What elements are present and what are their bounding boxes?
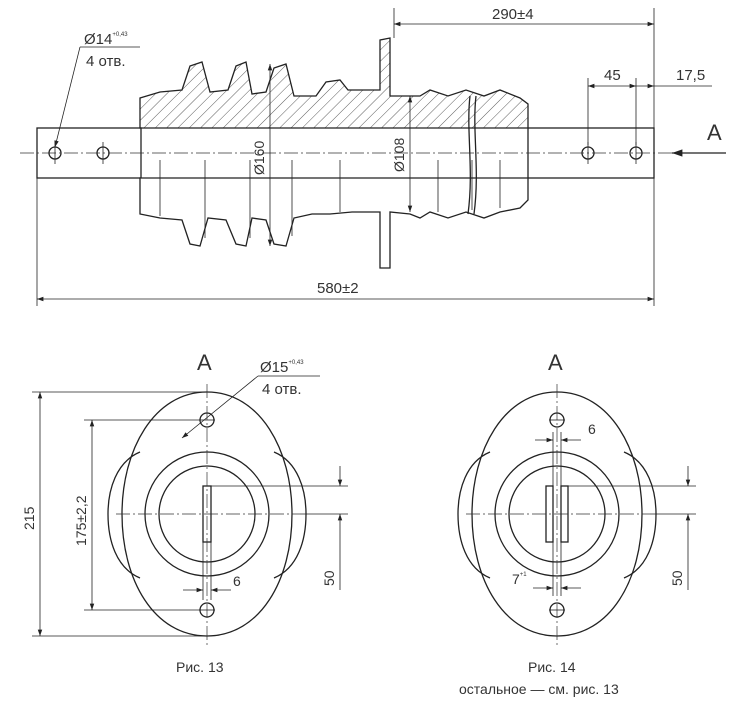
hole-diameter-label: Ø14+0,43 xyxy=(84,31,128,48)
fig13-hole-count: 4 отв. xyxy=(262,381,302,398)
dim-diameter-core: Ø108 xyxy=(391,138,407,172)
fig13-hole-diameter: Ø15+0,43 xyxy=(260,359,304,376)
side-view: 290±4 45 17,5 Ø14+0,43 4 отв. Ø160 Ø108 … xyxy=(20,6,726,306)
fig13-view-label: A xyxy=(197,350,212,375)
dim-overall-width: 290±4 xyxy=(492,6,534,23)
fig14-caption: Рис. 14 xyxy=(528,659,576,675)
fig13-caption: Рис. 13 xyxy=(176,659,224,675)
fig13-dim-slot: 6 xyxy=(233,573,241,589)
fig14-dim-offset: 50 xyxy=(669,570,685,586)
figure-14: A 6 7+1 50 Рис. 14 осталь xyxy=(457,350,696,697)
dim-edge: 17,5 xyxy=(676,67,705,84)
fig14-dim-slot-bottom: 7+1 xyxy=(512,571,527,587)
fig13-dim-offset: 50 xyxy=(321,570,337,586)
hole-count-label: 4 отв. xyxy=(86,53,126,70)
fig13-dim-height: 215 xyxy=(21,506,37,530)
dim-pitch: 45 xyxy=(604,67,621,84)
figure-13: A Ø15+0,43 4 отв. 215 175±2,2 xyxy=(21,350,348,675)
insulator-upper-section xyxy=(139,37,529,129)
right-flange-bar xyxy=(527,127,655,179)
dim-diameter-shed: Ø160 xyxy=(251,141,267,175)
insulator-lower-body xyxy=(139,177,529,269)
dim-overall-length: 580±2 xyxy=(317,280,359,297)
fig13-dim-hole-spacing: 175±2,2 xyxy=(73,495,89,546)
view-arrow-label: A xyxy=(707,120,722,145)
fig14-view-label: A xyxy=(548,350,563,375)
fig14-caption-note: остальное — см. рис. 13 xyxy=(459,681,619,697)
fig14-dim-slot-top: 6 xyxy=(588,421,596,437)
